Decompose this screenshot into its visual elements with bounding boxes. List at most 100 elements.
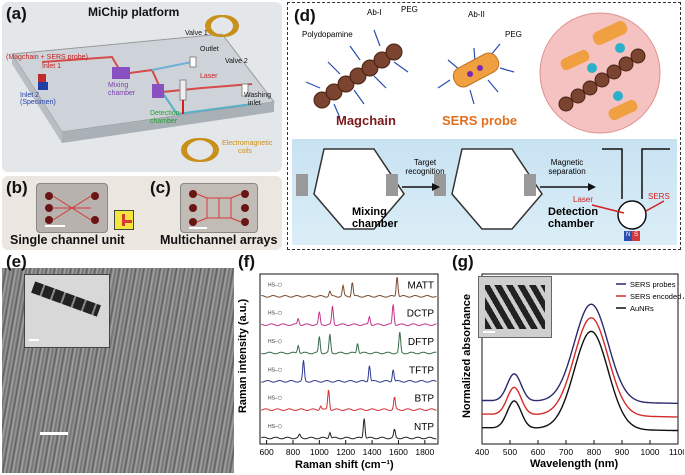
absorbance-xtick-label: 400 — [475, 447, 489, 457]
raman-xtick-label: 1000 — [310, 447, 329, 457]
raman-ylabel: Raman intensity (a.u.) — [237, 298, 249, 414]
absorbance-xtick-label: 900 — [615, 447, 629, 457]
target-recognition-label: Target recognition — [405, 158, 445, 176]
electromagnetic-coil-top — [205, 15, 239, 37]
label-mixing2: chamber — [108, 90, 136, 97]
absorbance-series — [482, 303, 678, 404]
multichannel-chip — [180, 183, 258, 233]
chip-illustration — [11, 15, 275, 162]
panel-a-title: MiChip platform — [88, 5, 180, 19]
workflow-diagram — [296, 148, 670, 241]
raman-series-matt — [261, 277, 437, 298]
molecule-structure-icon: HS–⬡ — [268, 396, 282, 402]
ab-ii-label: Ab-II — [468, 10, 485, 19]
raman-series-dftp — [261, 332, 437, 355]
magnetic-separation-label: Magnetic separation — [548, 158, 586, 176]
raman-xtick-label: 1200 — [336, 447, 355, 457]
magnet-s: S — [634, 232, 639, 238]
tem-inset — [24, 274, 110, 348]
legend-label: AuNRs — [630, 304, 654, 313]
sers-probe-illustration — [437, 43, 515, 105]
label-inlet2: Inlet 2 (Specimen) — [20, 92, 56, 106]
raman-series-label: MATT — [408, 280, 434, 291]
polydopamine-label: Polydopamine — [302, 30, 353, 39]
ab-i-label: Ab-I — [367, 8, 382, 17]
raman-series-btp — [261, 389, 437, 412]
raman-xtick-label: 1600 — [389, 447, 408, 457]
magchain-illustration — [305, 29, 409, 119]
label-detection2: chamber — [150, 118, 178, 125]
absorbance-xtick-label: 1000 — [641, 447, 660, 457]
panel-c-caption: Multichannel arrays — [160, 233, 278, 247]
legend-label: SERS encoded AuNRs — [630, 292, 684, 301]
magnet-n: N — [626, 232, 631, 238]
label-inlet1-probe: (Magchain + SERS probe) — [6, 54, 88, 61]
raman-series-dctp — [261, 304, 437, 327]
mixing-chamber-label: Mixing chamber — [352, 206, 398, 230]
panel-b-label: (b) — [6, 178, 28, 197]
raman-series-label: NTP — [414, 422, 434, 433]
label-valve1: Valve 1 — [185, 30, 208, 37]
peg-label-2: PEG — [505, 30, 522, 39]
complex-zoom-circle — [539, 12, 661, 134]
zoom-inset — [114, 210, 134, 230]
absorbance-xtick-label: 1100 — [669, 447, 684, 457]
panel-d-label: (d) — [294, 6, 316, 25]
laser-label-d: Laser — [573, 195, 594, 204]
raman-xtick-label: 600 — [259, 447, 273, 457]
label-coils2: coils — [238, 148, 253, 155]
raman-xlabel: Raman shift (cm⁻¹) — [295, 459, 394, 471]
panel-f-label: (f) — [238, 252, 255, 271]
label-mixing: Mixing — [108, 82, 129, 89]
label-washing: Washing — [244, 92, 271, 99]
molecule-structure-icon: HS–⬡ — [268, 311, 282, 317]
sers-label-d: SERS — [648, 192, 670, 201]
absorbance-xtick-label: 800 — [587, 447, 601, 457]
absorbance-xlabel: Wavelength (nm) — [530, 458, 619, 470]
label-laser: Laser — [200, 73, 218, 80]
molecule-structure-icon: HS–⬡ — [268, 367, 282, 373]
panel-b-caption: Single channel unit — [10, 233, 125, 247]
absorbance-xtick-label: 500 — [503, 447, 517, 457]
label-detection: Detection — [150, 110, 180, 117]
panel-e-label: (e) — [6, 252, 27, 271]
sers-probe-label: SERS probe — [442, 113, 518, 128]
aunr-tem-inset — [478, 276, 552, 338]
label-outlet: Outlet — [200, 46, 219, 53]
single-channel-chip — [36, 183, 108, 233]
detection-chamber-label: Detection chamber — [548, 206, 599, 230]
raman-plot-frame — [259, 273, 439, 445]
panel-a-label: (a) — [6, 4, 27, 23]
raman-series-label: BTP — [415, 394, 435, 405]
label-inlet1: Inlet 1 — [42, 63, 62, 70]
peg-label-1: PEG — [401, 5, 418, 14]
raman-series-tftp — [261, 360, 437, 383]
absorbance-xtick-label: 700 — [559, 447, 573, 457]
absorbance-chart: 400 500 600 700 800 900 1000 1100 SERS probesSER… — [475, 273, 684, 457]
panel-g-label: (g) — [452, 252, 474, 271]
electromagnetic-coil-bottom — [181, 138, 219, 162]
magchain-label: Magchain — [336, 113, 396, 128]
absorbance-series — [482, 330, 678, 432]
label-coils: Electromagnetic — [222, 140, 273, 147]
absorbance-plot-frame — [481, 273, 679, 445]
molecule-structure-icon: HS–⬡ — [268, 339, 282, 345]
absorbance-series — [482, 317, 678, 418]
legend-label: SERS probes — [630, 280, 676, 289]
scale-bar — [40, 432, 68, 435]
label-washing2: inlet — [248, 100, 261, 107]
raman-series-label: DFTP — [408, 337, 434, 348]
raman-chart: 600 800 1000 1200 1400 1600 1800 MATT HS–⬡ DCTP HS… — [259, 273, 439, 457]
panel-d — [287, 2, 681, 250]
raman-series-ntp — [261, 418, 437, 440]
label-valve2: Valve 2 — [225, 58, 248, 65]
absorbance-ylabel: Normalized absorbance — [461, 293, 473, 419]
absorbance-xtick-label: 600 — [531, 447, 545, 457]
molecule-structure-icon: HS–⬡ — [268, 424, 282, 430]
raman-xtick-label: 800 — [286, 447, 300, 457]
raman-xtick-label: 1800 — [415, 447, 434, 457]
raman-xtick-label: 1400 — [363, 447, 382, 457]
molecule-structure-icon: HS–⬡ — [268, 282, 282, 288]
raman-series-label: TFTP — [409, 365, 434, 376]
raman-series-label: DCTP — [407, 309, 435, 320]
